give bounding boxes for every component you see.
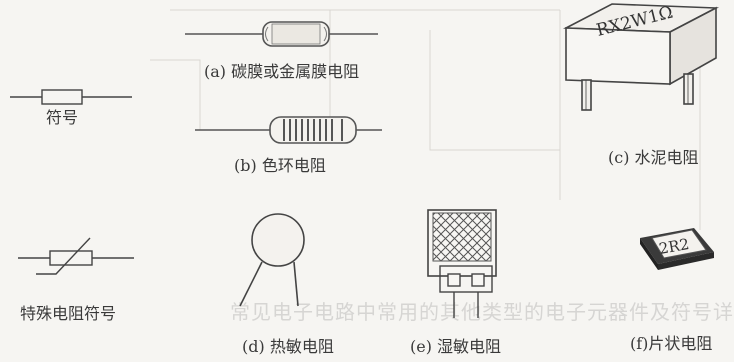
label-thermistor: (d) 热敏电阻 xyxy=(242,337,334,356)
label-color-ring: (b) 色环电阻 xyxy=(234,156,326,175)
chip-resistor xyxy=(640,228,714,270)
background-circuit-traces xyxy=(150,9,701,230)
resistor-symbol xyxy=(10,89,132,105)
cement-resistor xyxy=(562,3,720,111)
label-special-symbol: 特殊电阻符号 xyxy=(20,304,117,323)
special-resistor-symbol xyxy=(18,237,134,275)
label-chip: (f)片状电阻 xyxy=(630,334,713,353)
color-ring-resistor xyxy=(195,116,382,144)
label-cement: (c) 水泥电阻 xyxy=(608,148,699,167)
chip-resistor-marking: 2R2 xyxy=(658,235,691,258)
label-carbon-film: (a) 碳膜或金属膜电阻 xyxy=(204,62,360,81)
background-bleed-text: 常见电子电路中常用的其他类型的电子元器件及符号详解 xyxy=(230,300,734,324)
carbon-film-resistor xyxy=(185,21,378,47)
label-symbol: 符号 xyxy=(46,108,79,127)
humidity-resistor xyxy=(427,209,497,318)
thermistor xyxy=(239,213,305,307)
label-humidity: (e) 湿敏电阻 xyxy=(410,337,502,356)
